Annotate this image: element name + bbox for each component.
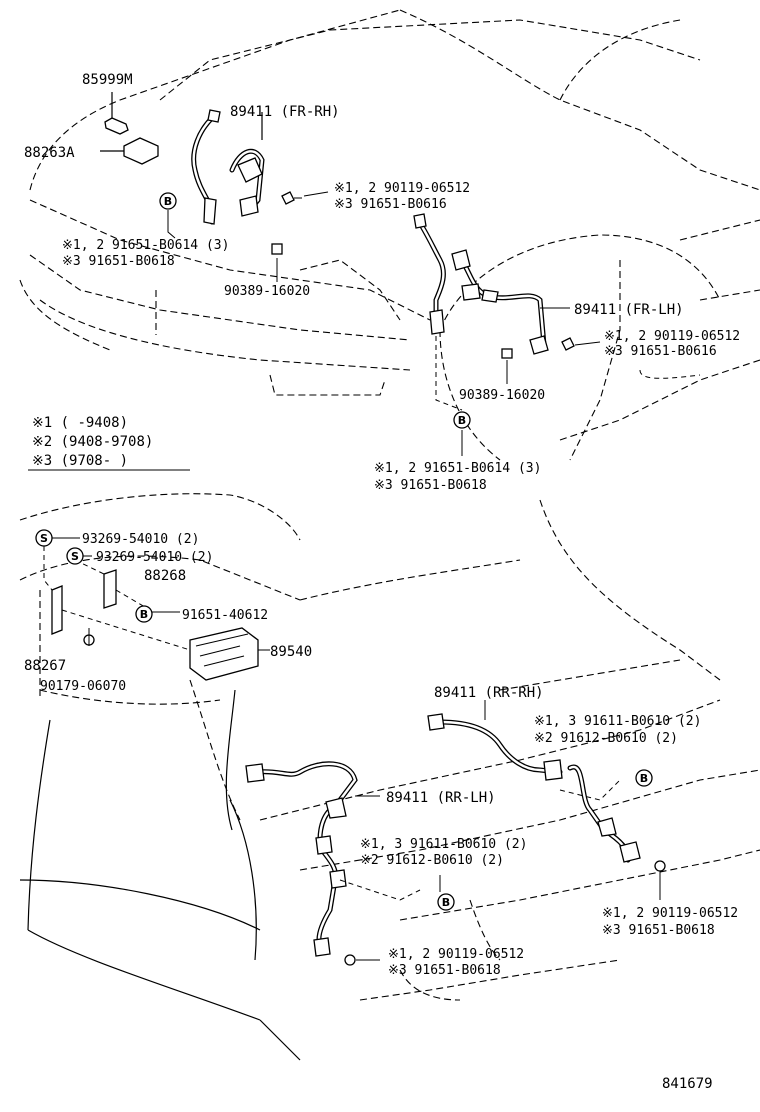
label-88267: 88267 [24, 658, 66, 674]
label-fr-rh-b-2: ※3 91651-B0618 [62, 254, 175, 269]
label-88268: 88268 [144, 568, 186, 584]
clip-fr-lh [501, 348, 513, 359]
bolt-fr-rh [281, 191, 295, 205]
bracket-88268 [103, 569, 117, 609]
svg-text:S: S [71, 550, 79, 563]
label-rr-lh-b-1: ※1, 3 91611-B0610 (2) [360, 837, 527, 852]
legend-note-1: ※1 ( -9408) [32, 415, 128, 431]
bracket-88267 [51, 585, 63, 635]
svg-text:B: B [140, 608, 148, 621]
label-rr-rh-bolt-1: ※1, 2 90119-06512 [602, 906, 738, 921]
marker-s-2: S [66, 547, 84, 565]
label-89540: 89540 [270, 644, 312, 660]
label-fr-lh-b-1: ※1, 2 91651-B0614 (3) [374, 461, 541, 476]
rear-body-outline [19, 493, 760, 1061]
bolt-fr-lh [561, 337, 575, 351]
label-89411-fr-lh: 89411 (FR-LH) [574, 302, 684, 318]
label-fr-rh-bolt-2: ※3 91651-B0616 [334, 197, 447, 212]
clip-fr-rh [271, 243, 283, 255]
label-fr-rh-clip: 90389-16020 [224, 284, 310, 299]
label-rr-lh-bolt-1: ※1, 2 90119-06512 [388, 947, 524, 962]
label-rr-lh-bolt-2: ※3 91651-B0618 [388, 963, 501, 978]
marker-b-fr-rh: B [159, 192, 177, 210]
clamp-85999m [104, 117, 129, 135]
fr-rh-assembly [100, 92, 329, 282]
svg-text:B: B [640, 772, 648, 785]
svg-text:B: B [442, 896, 450, 909]
label-89411-fr-rh: 89411 (FR-RH) [230, 104, 340, 120]
bolt-rr-lh [344, 954, 356, 966]
svg-text:S: S [40, 532, 48, 545]
svg-text:B: B [458, 414, 466, 427]
ecu-89540 [189, 627, 259, 681]
marker-b-rr-lh: B [437, 893, 455, 911]
label-89411-rr-rh: 89411 (RR-RH) [434, 685, 544, 701]
label-s-bolt-1: 93269-54010 (2) [82, 532, 199, 547]
label-rr-rh-b-1: ※1, 3 91611-B0610 (2) [534, 714, 701, 729]
ecu-mount-assembly [43, 546, 266, 681]
label-rr-rh-b-2: ※2 91612-B0610 (2) [534, 731, 678, 746]
fr-lh-assembly [413, 213, 701, 456]
rr-lh-assembly [245, 761, 441, 966]
label-rr-lh-b-2: ※2 91612-B0610 (2) [360, 853, 504, 868]
marker-b-fr-lh: B [453, 411, 471, 429]
label-fr-rh-b-1: ※1, 2 91651-B0614 (3) [62, 238, 229, 253]
label-90179: 90179-06070 [40, 679, 126, 694]
legend: ※1 ( -9408) ※2 (9408-9708) ※3 (9708- ) [28, 415, 190, 471]
markers: B B S S B B B [35, 192, 653, 911]
marker-s-1: S [35, 529, 53, 547]
label-rr-rh-bolt-2: ※3 91651-B0618 [602, 923, 715, 938]
label-fr-rh-bolt-1: ※1, 2 90119-06512 [334, 181, 470, 196]
marker-b-ecu: B [135, 605, 153, 623]
connector-88263a [123, 137, 159, 165]
diagram-id: 841679 [662, 1076, 713, 1092]
label-fr-lh-clip: 90389-16020 [459, 388, 545, 403]
legend-note-3: ※3 (9708- ) [32, 453, 128, 469]
label-fr-lh-bolt-2: ※3 91651-B0616 [604, 344, 717, 359]
bolt-rr-rh [654, 860, 666, 872]
label-s-bolt-2: 93269-54010 (2) [96, 550, 213, 565]
label-fr-lh-b-2: ※3 91651-B0618 [374, 478, 487, 493]
marker-b-rr-rh: B [635, 769, 653, 787]
label-89411-rr-lh: 89411 (RR-LH) [386, 790, 496, 806]
label-b-91651-40612: 91651-40612 [182, 608, 268, 623]
label-88263a: 88263A [24, 145, 75, 161]
rr-rh-assembly [427, 700, 666, 900]
part-labels: 85999M 88263A 89411 (FR-RH) ※1, 2 90119-… [24, 72, 740, 1092]
label-85999m: 85999M [82, 72, 133, 88]
legend-note-2: ※2 (9408-9708) [32, 434, 153, 450]
label-fr-lh-bolt-1: ※1, 2 90119-06512 [604, 329, 740, 344]
svg-text:B: B [164, 195, 172, 208]
